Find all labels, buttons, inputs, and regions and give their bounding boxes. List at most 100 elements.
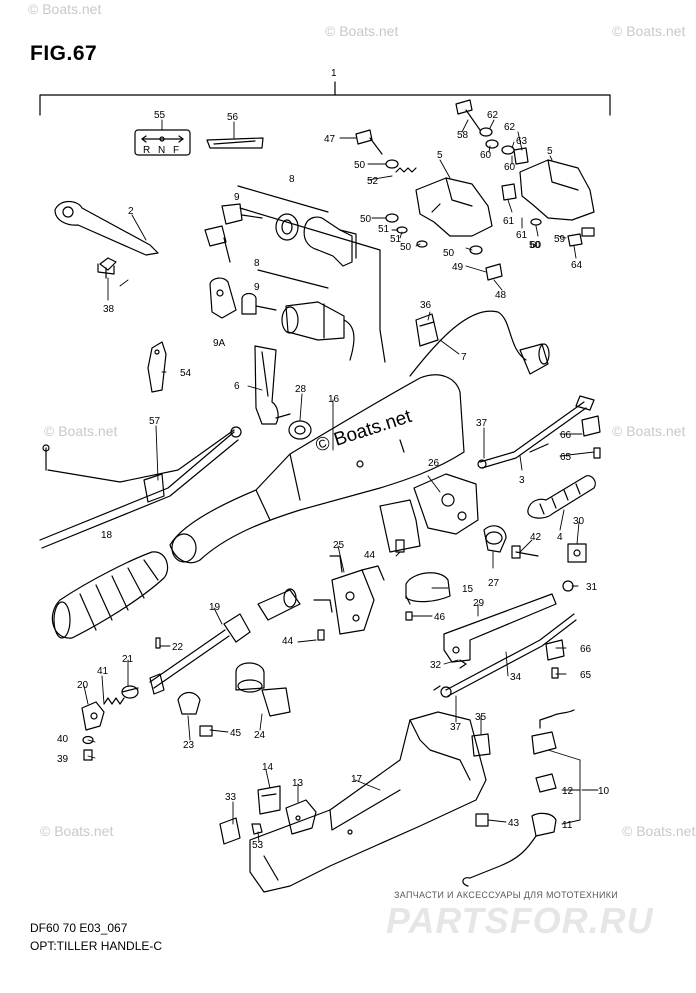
callout-33: 33 xyxy=(225,792,237,803)
throttle-grip xyxy=(51,551,169,639)
plate xyxy=(567,543,587,563)
tiller-cable xyxy=(409,310,550,377)
callout-9: 9 xyxy=(254,282,260,293)
grommet xyxy=(288,420,312,440)
callout-42: 42 xyxy=(530,532,542,543)
callout-5: 5 xyxy=(437,150,443,161)
watermark-text: © Boats.net xyxy=(28,1,101,17)
callout-44: 44 xyxy=(282,636,294,647)
callout-54: 54 xyxy=(180,368,192,379)
callout-47: 47 xyxy=(324,134,336,145)
watermark-center: © Boats.net xyxy=(313,406,415,457)
washer-screw xyxy=(82,735,94,761)
callout-35: 35 xyxy=(475,712,487,723)
cover xyxy=(415,177,493,237)
bolt xyxy=(511,545,539,559)
bracket-clip xyxy=(219,817,263,845)
callout-58: 58 xyxy=(457,130,469,141)
callout-28: 28 xyxy=(295,384,307,395)
callout-24: 24 xyxy=(254,730,266,741)
throttle-stopper xyxy=(81,685,139,731)
callout-8: 8 xyxy=(289,174,295,185)
callout-23: 23 xyxy=(183,740,195,751)
callout-61: 61 xyxy=(516,230,528,241)
bolt xyxy=(355,129,383,155)
clip xyxy=(147,341,167,393)
figure-code: DF60 70 E03_067 xyxy=(30,921,128,935)
callout-65: 65 xyxy=(580,670,592,681)
callout-3: 3 xyxy=(519,475,525,486)
leader-lines xyxy=(237,185,386,363)
stop-switch xyxy=(531,709,575,793)
callout-62: 62 xyxy=(504,122,516,133)
assembly-bracket xyxy=(39,81,611,116)
shift-letter-f: F xyxy=(173,145,179,156)
callout-45: 45 xyxy=(230,728,242,739)
callout-4: 4 xyxy=(557,532,563,543)
spring xyxy=(395,167,417,173)
callout-leaders xyxy=(83,119,599,843)
switch-bracket xyxy=(313,555,385,641)
throttle-cable xyxy=(433,613,577,698)
callout-21: 21 xyxy=(122,654,134,665)
key-tag xyxy=(209,277,277,319)
shop-logo: PARTSFOR.RU xyxy=(386,900,654,941)
callout-5: 5 xyxy=(547,146,553,157)
throttle-shaft xyxy=(149,588,301,695)
callout-57: 57 xyxy=(149,416,161,427)
lanyard xyxy=(462,812,557,887)
callout-59: 59 xyxy=(554,234,566,245)
callout-37: 37 xyxy=(476,418,488,429)
callout-50: 50 xyxy=(354,160,366,171)
callout-15: 15 xyxy=(462,584,474,595)
callout-60: 60 xyxy=(530,240,542,251)
callout-8: 8 xyxy=(254,258,260,269)
callout-39: 39 xyxy=(57,754,69,765)
watermark-text: © Boats.net xyxy=(44,423,117,439)
callout-30: 30 xyxy=(573,516,585,527)
callout-18: 18 xyxy=(101,530,113,541)
callout-51: 51 xyxy=(390,234,402,245)
protector-tube xyxy=(527,475,596,519)
pin xyxy=(155,637,161,649)
callout-48: 48 xyxy=(495,290,507,301)
callout-numbers: 1 2 3 4 5 5 6 7 8 8 9 9 9A 10 11 12 13 1… xyxy=(57,68,610,851)
callout-56: 56 xyxy=(227,112,239,123)
shift-letter-n: N xyxy=(158,145,165,156)
callout-64: 64 xyxy=(571,260,583,271)
holder xyxy=(235,662,291,717)
callout-25: 25 xyxy=(333,540,345,551)
callout-9: 9 xyxy=(234,192,240,203)
callout-61: 61 xyxy=(503,216,515,227)
callout-43: 43 xyxy=(508,818,520,829)
callout-60: 60 xyxy=(480,150,492,161)
callout-55: 55 xyxy=(154,110,166,121)
watermark-text: © Boats.net xyxy=(622,823,695,839)
callout-16: 16 xyxy=(328,394,340,405)
cover xyxy=(519,159,595,221)
grommet xyxy=(483,525,507,553)
holder-clip xyxy=(285,799,317,835)
callout-65: 65 xyxy=(560,452,572,463)
callout-7: 7 xyxy=(461,352,467,363)
stop-switch xyxy=(281,301,355,361)
callout-20: 20 xyxy=(77,680,89,691)
callout-50: 50 xyxy=(360,214,372,225)
callout-66: 66 xyxy=(580,644,592,655)
ignition-key xyxy=(204,203,263,263)
cable-bracket xyxy=(379,473,479,553)
callout-17: 17 xyxy=(351,774,363,785)
callout-41: 41 xyxy=(97,666,109,677)
callout-52: 52 xyxy=(367,176,379,187)
lower-cover xyxy=(249,711,487,893)
callout-46: 46 xyxy=(434,612,446,623)
callout-29: 29 xyxy=(473,598,485,609)
arrow-decal xyxy=(206,137,264,149)
callout-37: 37 xyxy=(450,722,462,733)
bracket-plate xyxy=(443,593,557,669)
callout-31: 31 xyxy=(586,582,598,593)
callout-53: 53 xyxy=(252,840,264,851)
callout-36: 36 xyxy=(420,300,432,311)
